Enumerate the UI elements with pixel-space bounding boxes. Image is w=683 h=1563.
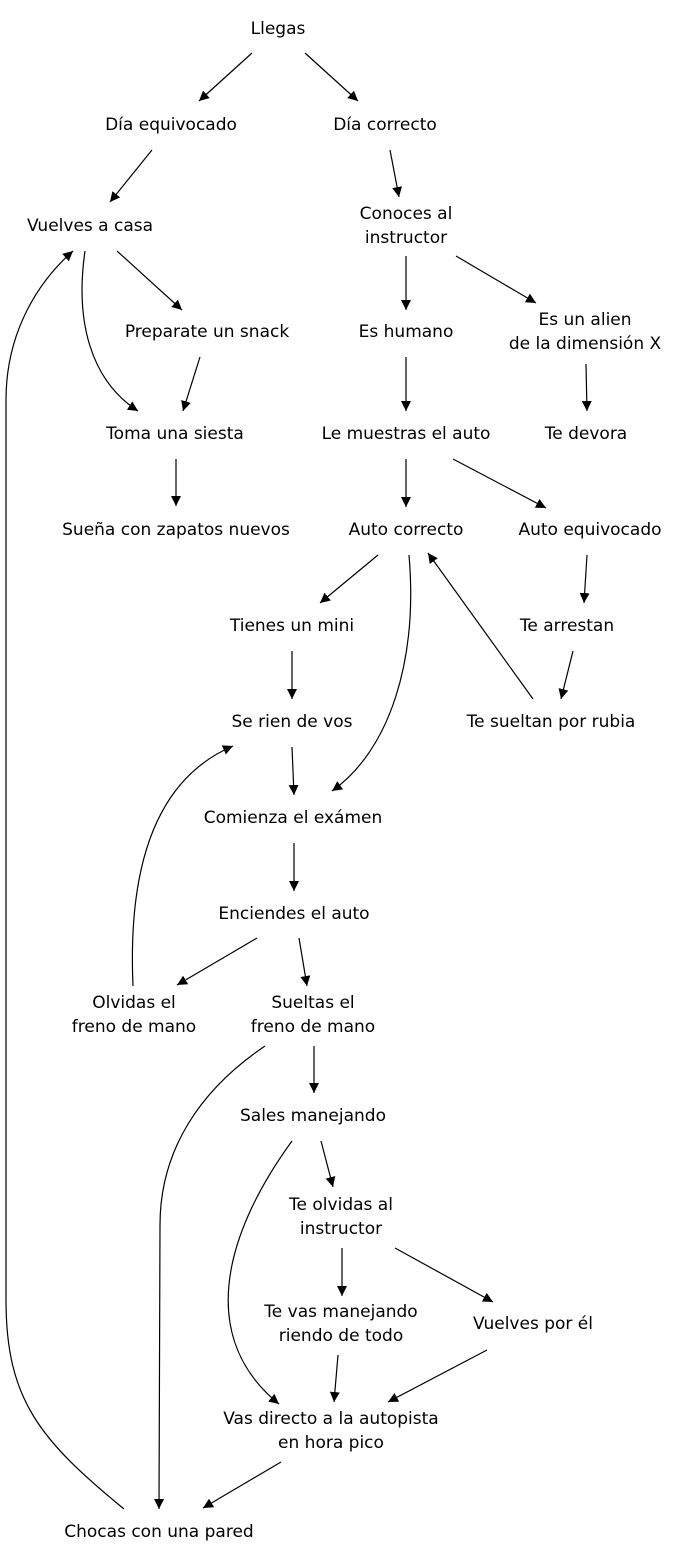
edge-muestras-auto-to-auto-equivocado: [452, 458, 547, 509]
edge-vuelves-a-casa-to-preparate-snack: [116, 250, 183, 311]
node-autopista-line-2: en hora pico: [278, 1433, 384, 1453]
node-vuelves-a-casa: Vuelves a casa: [27, 216, 153, 236]
node-conoces-instructor-line-2: instructor: [365, 228, 447, 248]
edge-sales-manejando-to-autopista: [227, 1140, 293, 1405]
node-suena-zapatos: Sueña con zapatos nuevos: [62, 520, 290, 540]
node-tienes-mini: Tienes un mini: [229, 616, 354, 636]
node-sueltas-freno: Sueltas el freno de mano: [251, 993, 375, 1037]
node-chocas-line-1: Chocas con una pared: [64, 1522, 253, 1542]
node-te-sueltan: Te sueltan por rubia: [466, 712, 636, 732]
node-olvidas-instructor: Te olvidas al instructor: [288, 1195, 393, 1239]
edge-auto-equivocado-to-te-arrestan: [579, 554, 590, 604]
node-dia-correcto: Día correcto: [333, 115, 437, 135]
edges-layer: [5, 52, 592, 1510]
node-es-alien-line-1: Es un alien: [538, 310, 631, 330]
node-es-humano: Es humano: [359, 322, 454, 342]
node-se-rien-line-1: Se rien de vos: [232, 712, 353, 732]
node-preparate-snack-line-1: Preparate un snack: [125, 322, 290, 342]
edge-es-alien-to-te-devora: [581, 363, 592, 412]
node-dia-equivocado-line-1: Día equivocado: [105, 115, 237, 135]
node-sueltas-freno-line-2: freno de mano: [251, 1017, 375, 1037]
node-enciendes-auto-line-1: Enciendes el auto: [218, 904, 369, 924]
node-comienza-examen-line-1: Comienza el exámen: [204, 808, 383, 828]
node-chocas: Chocas con una pared: [64, 1522, 253, 1542]
edge-sales-manejando-to-olvidas-instructor: [320, 1140, 336, 1188]
edge-preparate-snack-to-toma-siesta: [181, 356, 201, 412]
node-muestras-auto-line-1: Le muestras el auto: [322, 424, 491, 444]
edge-conoces-instructor-to-es-alien: [455, 255, 537, 304]
node-auto-correcto-line-1: Auto correcto: [349, 520, 464, 540]
node-llegas-line-1: Llegas: [251, 19, 306, 39]
node-sales-manejando: Sales manejando: [240, 1106, 386, 1126]
node-olvidas-freno-line-2: freno de mano: [72, 1017, 196, 1037]
node-te-devora: Te devora: [544, 424, 627, 444]
node-vas-manejando-line-2: riendo de todo: [279, 1326, 403, 1346]
edge-autopista-to-chocas: [202, 1461, 282, 1509]
edge-llegas-to-dia-equivocado: [198, 52, 253, 102]
node-suena-zapatos-line-1: Sueña con zapatos nuevos: [62, 520, 290, 540]
node-comienza-examen: Comienza el exámen: [204, 808, 383, 828]
node-vas-manejando: Te vas manejando riendo de todo: [263, 1302, 417, 1346]
node-conoces-instructor-line-1: Conoces al: [360, 204, 453, 224]
edge-olvidas-instructor-to-vuelves-por-el: [394, 1247, 494, 1303]
edge-auto-correcto-to-comienza-examen: [331, 554, 412, 792]
node-te-arrestan: Te arrestan: [519, 616, 614, 636]
node-autopista-line-1: Vas directo a la autopista: [223, 1409, 438, 1429]
node-te-sueltan-line-1: Te sueltan por rubia: [466, 712, 636, 732]
node-vuelves-por-el-line-1: Vuelves por él: [473, 1314, 593, 1334]
edge-chocas-to-vuelves-a-casa: [5, 250, 125, 1510]
edge-dia-correcto-to-conoces-instructor: [389, 149, 403, 198]
node-auto-correcto: Auto correcto: [349, 520, 464, 540]
edge-te-arrestan-to-te-sueltan: [558, 650, 574, 700]
node-tienes-mini-line-1: Tienes un mini: [229, 616, 354, 636]
node-olvidas-freno: Olvidas el freno de mano: [72, 993, 196, 1037]
edge-llegas-to-dia-correcto: [304, 52, 359, 102]
node-dia-equivocado: Día equivocado: [105, 115, 237, 135]
node-te-devora-line-1: Te devora: [544, 424, 627, 444]
edge-vuelves-por-el-to-autopista: [387, 1349, 488, 1403]
node-autopista: Vas directo a la autopista en hora pico: [223, 1409, 438, 1453]
node-auto-equivocado-line-1: Auto equivocado: [518, 520, 661, 540]
node-olvidas-freno-line-1: Olvidas el: [92, 993, 176, 1013]
node-olvidas-instructor-line-2: instructor: [300, 1219, 382, 1239]
edge-sueltas-freno-to-chocas: [154, 1045, 266, 1510]
node-vas-manejando-line-1: Te vas manejando: [263, 1302, 417, 1322]
node-toma-siesta-line-1: Toma una siesta: [105, 424, 244, 444]
node-llegas: Llegas: [251, 19, 306, 39]
node-vuelves-por-el: Vuelves por él: [473, 1314, 593, 1334]
node-toma-siesta: Toma una siesta: [105, 424, 244, 444]
node-sales-manejando-line-1: Sales manejando: [240, 1106, 386, 1126]
node-olvidas-instructor-line-1: Te olvidas al: [288, 1195, 393, 1215]
node-es-alien: Es un alien de la dimensión X: [509, 310, 662, 354]
node-es-humano-line-1: Es humano: [359, 322, 454, 342]
node-te-arrestan-line-1: Te arrestan: [519, 616, 614, 636]
edge-olvidas-freno-to-se-rien: [131, 745, 234, 987]
node-dia-correcto-line-1: Día correcto: [333, 115, 437, 135]
edge-vas-manejando-to-autopista: [329, 1354, 340, 1403]
edge-enciendes-auto-to-sueltas-freno: [298, 937, 311, 987]
node-es-alien-line-2: de la dimensión X: [509, 334, 662, 354]
edge-dia-equivocado-to-vuelves-a-casa: [109, 149, 153, 203]
node-muestras-auto: Le muestras el auto: [322, 424, 491, 444]
edge-se-rien-to-comienza-examen: [288, 746, 299, 796]
edge-te-sueltan-to-auto-correcto: [427, 552, 534, 700]
node-auto-equivocado: Auto equivocado: [518, 520, 661, 540]
node-vuelves-a-casa-line-1: Vuelves a casa: [27, 216, 153, 236]
edge-auto-correcto-to-tienes-mini: [319, 554, 379, 604]
node-se-rien: Se rien de vos: [232, 712, 353, 732]
node-sueltas-freno-line-1: Sueltas el: [271, 993, 354, 1013]
edge-vuelves-a-casa-to-toma-siesta: [81, 250, 139, 412]
node-preparate-snack: Preparate un snack: [125, 322, 290, 342]
edge-enciendes-auto-to-olvidas-freno: [176, 937, 258, 986]
node-enciendes-auto: Enciendes el auto: [218, 904, 369, 924]
node-conoces-instructor: Conoces al instructor: [360, 204, 453, 248]
